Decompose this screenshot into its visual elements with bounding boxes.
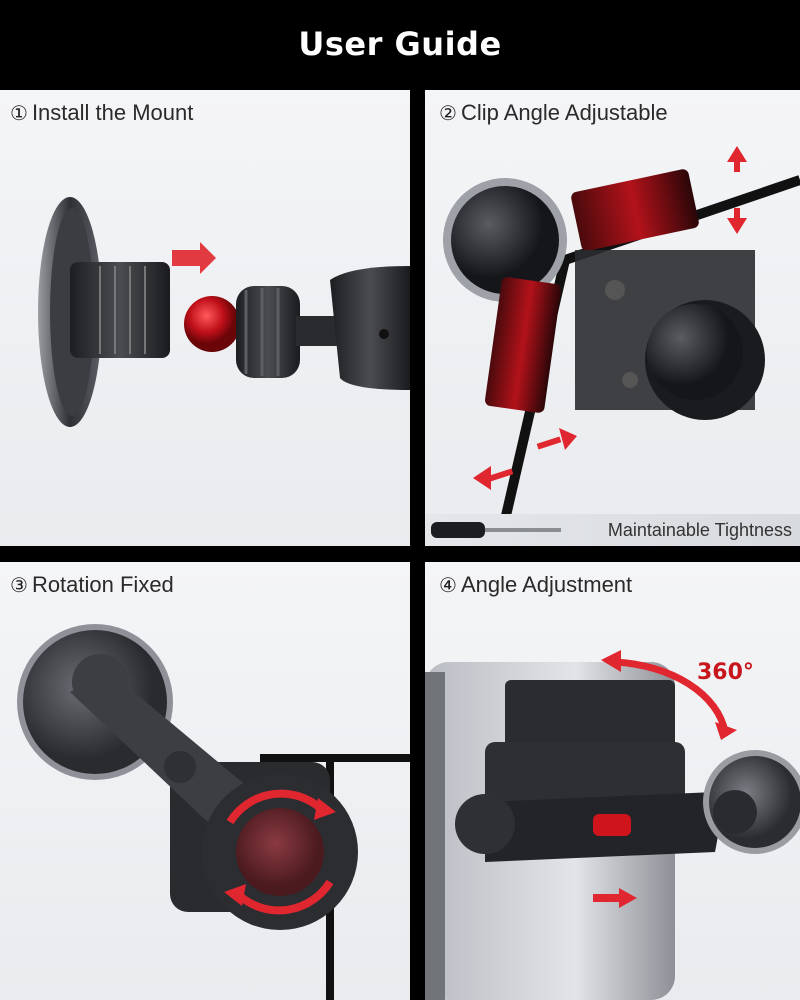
step-4-number: ④ — [439, 573, 457, 597]
step-4-panel: ④ Angle Adjustment 360° — [425, 562, 800, 1000]
step-1-number: ① — [10, 101, 28, 125]
step-3-number: ③ — [10, 573, 28, 597]
header-bar: User Guide — [0, 0, 800, 88]
step-2-number: ② — [439, 101, 457, 125]
rotate-360-arrow-icon — [614, 658, 729, 733]
step-2-label: Clip Angle Adjustable — [460, 100, 668, 125]
step-1-panel: ① Install the Mount — [0, 90, 410, 546]
tightness-label: Maintainable Tightness — [607, 519, 792, 540]
step-4-title: ④ Angle Adjustment — [439, 572, 632, 598]
red-ball-joint — [184, 296, 240, 352]
page-title: User Guide — [298, 25, 502, 63]
step-2-panel: ② Clip Angle Adjustable Maintainab — [425, 90, 800, 546]
rotate-arrow-icon — [226, 789, 323, 825]
clip-pad-lower — [485, 277, 561, 413]
step-2-title: ② Clip Angle Adjustable — [439, 100, 668, 126]
install-mount-illustration — [38, 197, 410, 427]
rotation-fixed-illustration — [17, 624, 410, 1000]
step-4-label: Angle Adjustment — [460, 572, 633, 597]
step-3-panel: ③ Rotation Fixed — [0, 562, 410, 1000]
step-1-title: ① Install the Mount — [10, 100, 193, 126]
threaded-socket — [70, 262, 170, 358]
device-edge — [500, 175, 800, 522]
release-button — [593, 814, 631, 836]
knurled-nut — [236, 286, 300, 378]
arrow-diagonal-icon — [473, 428, 577, 490]
step-3-title: ③ Rotation Fixed — [10, 572, 174, 598]
angle-adjustment-illustration — [425, 650, 800, 1000]
clip-top — [505, 680, 675, 760]
screwdriver-icon — [431, 522, 561, 538]
arrow-right-icon — [619, 888, 637, 908]
arrow-right-icon — [172, 242, 216, 274]
rotation-degree-label: 360° — [697, 660, 754, 685]
clip-angle-illustration — [443, 146, 800, 522]
step-3-label: Rotation Fixed — [31, 572, 174, 597]
locking-knob — [236, 808, 324, 896]
arrow-vertical-icon — [727, 146, 747, 234]
adjust-knob — [455, 794, 515, 854]
clip-pad-upper — [571, 169, 699, 251]
step-1-label: Install the Mount — [31, 100, 194, 125]
tightness-bar: Maintainable Tightness — [425, 514, 800, 546]
mount-arm — [330, 266, 410, 390]
